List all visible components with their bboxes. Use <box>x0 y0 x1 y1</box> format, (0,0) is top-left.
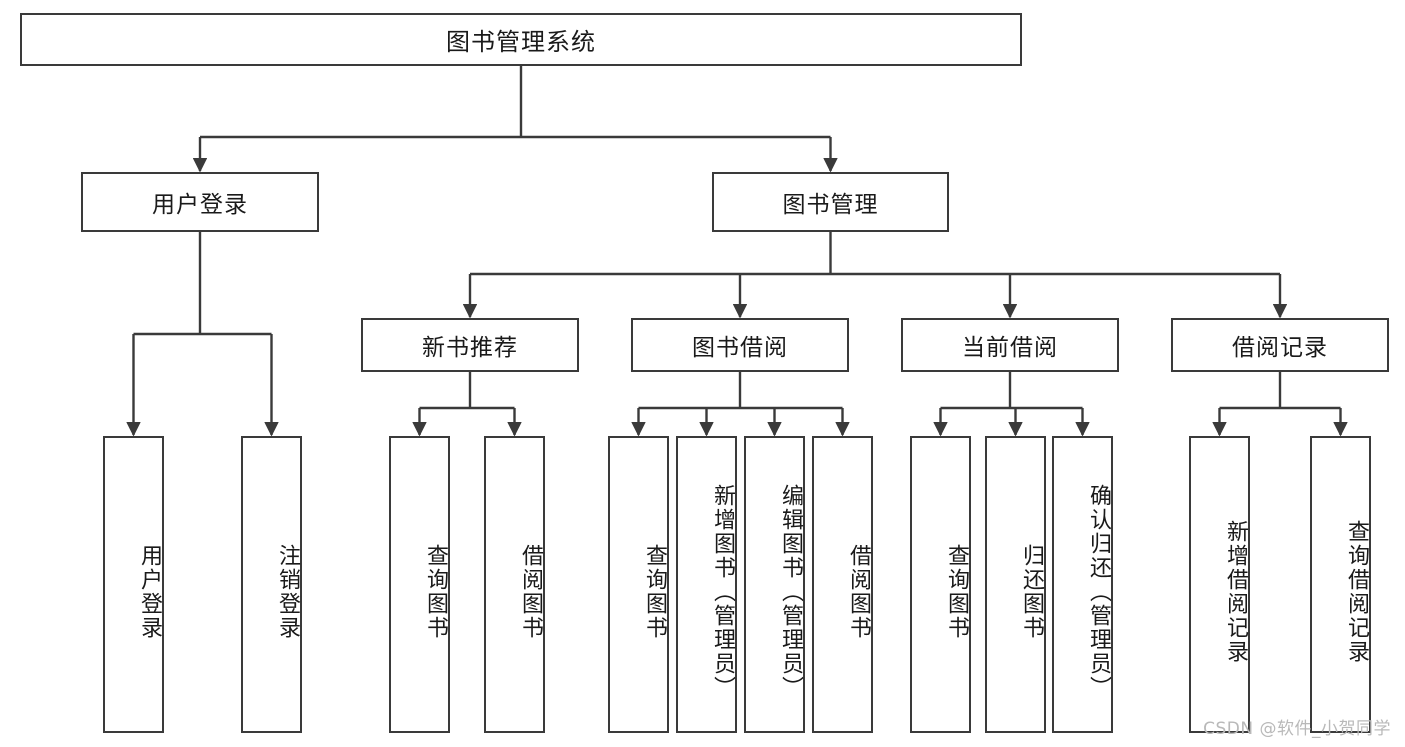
leaf-cur-confirm-return[interactable]: 确认归还（管理员） <box>1052 436 1113 733</box>
node-new-book-rec[interactable]: 新书推荐 <box>361 318 579 372</box>
node-book-manage[interactable]: 图书管理 <box>712 172 949 232</box>
node-current-borrow[interactable]: 当前借阅 <box>901 318 1119 372</box>
leaf-user-login[interactable]: 用户登录 <box>103 436 164 733</box>
leaf-rec-query-record[interactable]: 查询借阅记录 <box>1310 436 1371 733</box>
node-user-login[interactable]: 用户登录 <box>81 172 319 232</box>
leaf-borrow-query-book[interactable]: 查询图书 <box>608 436 669 733</box>
leaf-user-logout[interactable]: 注销登录 <box>241 436 302 733</box>
node-borrow-record[interactable]: 借阅记录 <box>1171 318 1389 372</box>
csdn-watermark: CSDN @软件_小贺同学 <box>1203 719 1391 739</box>
leaf-borrow-add-book[interactable]: 新增图书（管理员） <box>676 436 737 733</box>
leaf-borrow-borrow-book[interactable]: 借阅图书 <box>812 436 873 733</box>
leaf-cur-query-book[interactable]: 查询图书 <box>910 436 971 733</box>
leaf-rec-query-book[interactable]: 查询图书 <box>389 436 450 733</box>
node-root[interactable]: 图书管理系统 <box>20 13 1022 66</box>
node-book-borrow[interactable]: 图书借阅 <box>631 318 849 372</box>
leaf-rec-borrow-book[interactable]: 借阅图书 <box>484 436 545 733</box>
leaf-cur-return-book[interactable]: 归还图书 <box>985 436 1046 733</box>
leaf-borrow-edit-book[interactable]: 编辑图书（管理员） <box>744 436 805 733</box>
leaf-rec-add-record[interactable]: 新增借阅记录 <box>1189 436 1250 733</box>
